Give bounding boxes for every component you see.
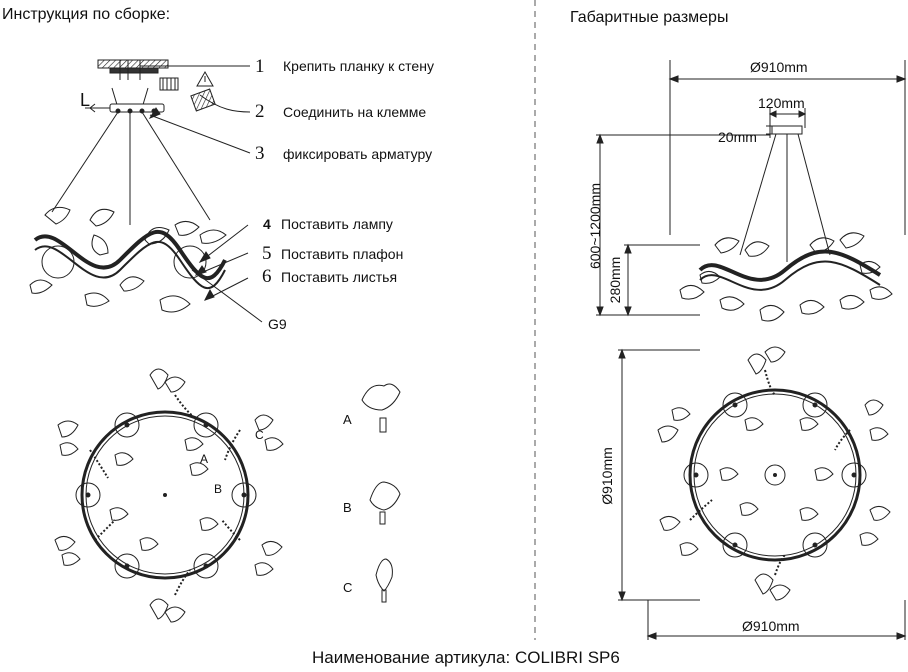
step-2-number: 2	[255, 101, 265, 122]
step-2-label: Соединить на клемме	[283, 104, 427, 120]
chandelier-top-view	[54, 368, 284, 623]
suspension-cables	[51, 111, 211, 225]
chandelier-dimension-side-view	[679, 125, 893, 322]
dim-canopy-height: 20mm	[718, 129, 757, 145]
step-3-number: 3	[255, 143, 265, 164]
right-section-title: Габаритные размеры	[570, 9, 729, 26]
part-b-label: B	[343, 500, 352, 515]
dimension-lines	[596, 60, 907, 640]
dim-plan-width: Ø910mm	[742, 618, 800, 634]
ceiling-mount	[85, 59, 216, 114]
chandelier-dimension-top-view	[657, 346, 891, 601]
step-4-number: 4	[263, 216, 271, 232]
dim-canopy-width: 120mm	[758, 95, 805, 111]
article-name-footer: Наименование артикула: COLIBRI SP6	[312, 648, 620, 667]
dim-total-height: 600~1200mm	[587, 183, 603, 270]
bulb-type-label: G9	[268, 316, 287, 332]
left-section-title: Инструкция по сборке:	[2, 6, 171, 23]
chandelier-side-view	[29, 206, 227, 313]
step-1-number: 1	[255, 56, 265, 77]
step-5-label: Поставить плафон	[281, 246, 404, 262]
step-6-label: Поставить листья	[281, 269, 398, 285]
part-a-label: A	[343, 412, 352, 427]
ring-label-c: C	[255, 428, 264, 442]
dim-body-height: 280mm	[607, 256, 623, 304]
dim-plan-height: Ø910mm	[599, 447, 615, 505]
leader-lines	[140, 65, 263, 323]
step-4-label: Поставить лампу	[281, 216, 393, 232]
ring-label-b: B	[214, 482, 223, 496]
step-1-label: Крепить планку к стену	[283, 58, 434, 74]
side-marker: L	[80, 90, 91, 110]
part-shapes	[361, 383, 401, 603]
ring-label-a: A	[200, 452, 209, 466]
step-5-number: 5	[262, 243, 272, 264]
step-3-label: фиксировать арматуру	[283, 146, 433, 162]
dim-top-width: Ø910mm	[750, 59, 808, 75]
step-6-number: 6	[262, 266, 272, 287]
part-c-label: C	[343, 580, 353, 595]
